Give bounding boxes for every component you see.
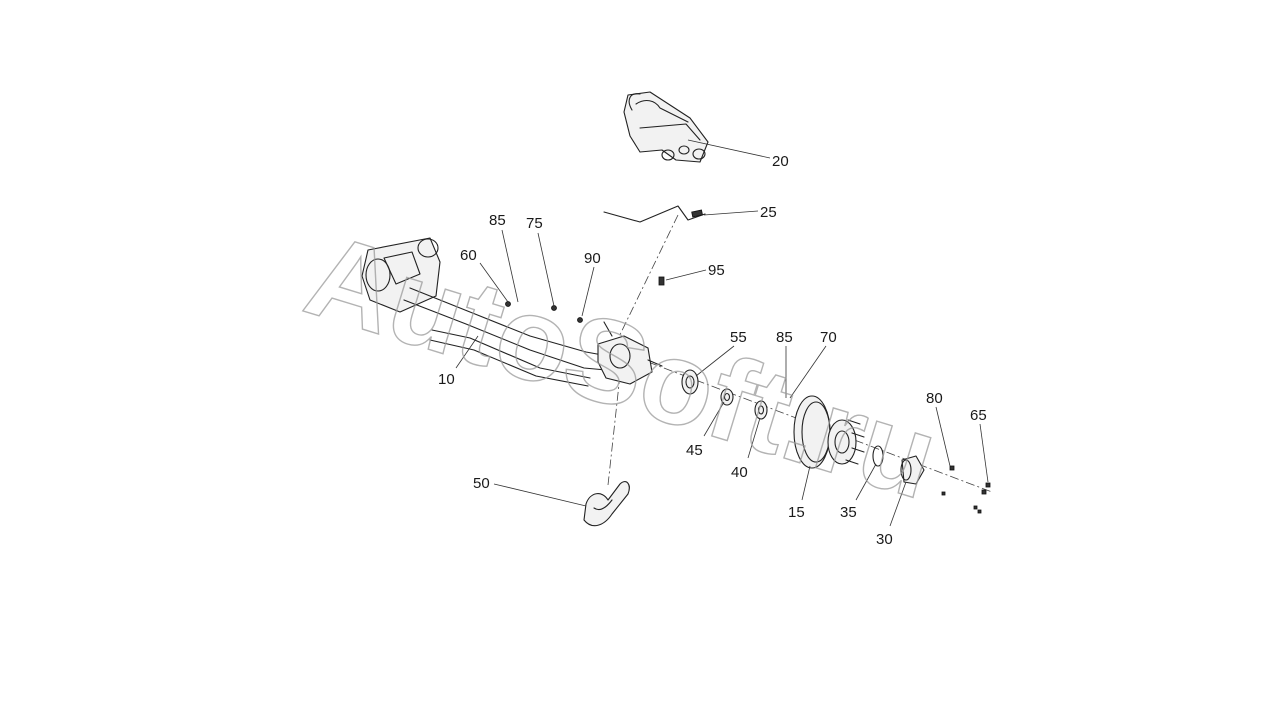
- callout-20: 20: [772, 153, 789, 170]
- callout-45: 45: [686, 442, 703, 459]
- callout-65: 65: [970, 407, 987, 424]
- callout-10: 10: [438, 371, 455, 388]
- axle-beam-part: [361, 237, 663, 387]
- callout-85-lower: 85: [776, 329, 793, 346]
- callout-60: 60: [460, 247, 477, 264]
- callout-25: 25: [760, 204, 777, 221]
- callout-35: 35: [840, 504, 857, 521]
- outer-bearing-part: [754, 400, 768, 420]
- fastener-parts: [941, 465, 991, 514]
- callout-75: 75: [526, 215, 543, 232]
- brake-caliper-part: [623, 91, 709, 163]
- callout-85-upper: 85: [489, 212, 506, 229]
- brake-hose-part: [603, 205, 706, 223]
- seal-part: [681, 369, 699, 395]
- callout-80: 80: [926, 390, 943, 407]
- callout-70: 70: [820, 329, 837, 346]
- callout-55: 55: [730, 329, 747, 346]
- rotor-hub-part: [793, 395, 865, 469]
- callout-90: 90: [584, 250, 601, 267]
- callout-40: 40: [731, 464, 748, 481]
- leader-lines: [455, 139, 989, 527]
- callout-15: 15: [788, 504, 805, 521]
- fitting-part: [658, 276, 665, 286]
- o-ring-part: [872, 445, 884, 467]
- callout-30: 30: [876, 531, 893, 548]
- callout-labels: 20 25 85 75 60 90 95 10 55 85 70 80 65 4…: [438, 153, 987, 548]
- watermark: AutoSoft.ru: [292, 209, 951, 525]
- callout-50: 50: [473, 475, 490, 492]
- hub-cap-part: [900, 455, 925, 485]
- dust-shield-part: [583, 481, 630, 527]
- inner-bearing-part: [720, 388, 734, 406]
- callout-95: 95: [708, 262, 725, 279]
